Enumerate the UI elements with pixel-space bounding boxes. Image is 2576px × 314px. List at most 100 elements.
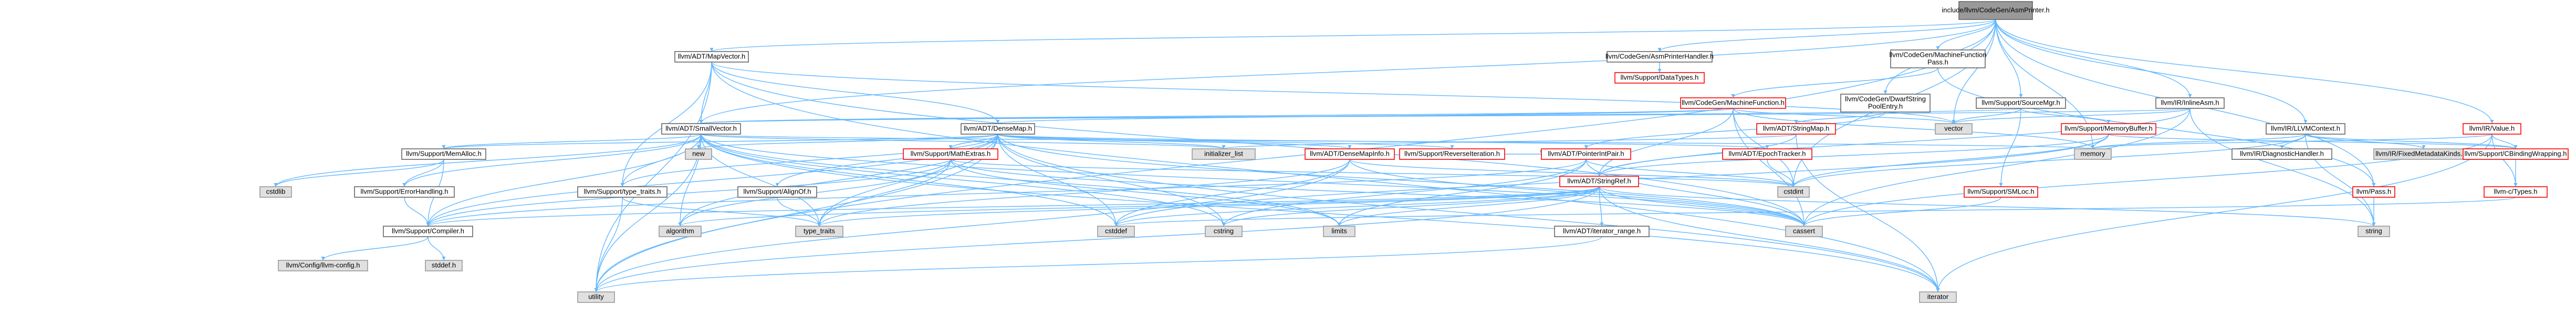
node-ir-value[interactable]: llvm/IR/Value.h — [2463, 123, 2521, 135]
node-box — [2463, 123, 2521, 135]
edge-string-ref-to-cstring — [1223, 186, 1600, 227]
edge-string-ref-to-algorithm — [680, 186, 1600, 227]
edge-arrowhead — [426, 222, 430, 226]
node-label: llvm/Support/DataTypes.h — [1621, 73, 1699, 81]
edge-inline-asm-to-vector — [1953, 108, 2191, 124]
edge-root-to-inline-asm — [1995, 19, 2191, 98]
edge-small-vector-to-cstring — [701, 134, 1224, 227]
edge-arrowhead — [1952, 120, 1956, 124]
edge-dense-map-info-to-utility — [596, 159, 1350, 292]
edge-string-ref-to-type-traits — [819, 186, 1600, 227]
edge-arrowhead — [1450, 145, 1454, 149]
node-smloc[interactable]: llvm/Support/SMLoc.h — [1964, 186, 2038, 198]
node-memory-buffer[interactable]: llvm/Support/MemoryBuffer.h — [2061, 123, 2156, 135]
node-inline-asm[interactable]: llvm/IR/InlineAsm.h — [2155, 97, 2225, 109]
edge-dense-map-to-cstring — [997, 134, 1224, 227]
edge-machine-function-to-cassert — [1733, 108, 1805, 227]
edge-arrowhead — [2303, 120, 2308, 124]
edge-dense-map-to-utility — [596, 134, 998, 292]
node-limits: limits — [1323, 226, 1355, 237]
node-pointer-int-pair[interactable]: llvm/ADT/PointerIntPair.h — [1541, 148, 1631, 160]
edge-arrowhead — [2372, 222, 2376, 226]
edge-pointer-int-pair-to-cassert — [1586, 159, 1805, 227]
node-c-types[interactable]: llvm-c/Types.h — [2484, 186, 2548, 198]
node-box — [903, 148, 998, 160]
edge-machine-function-to-cstdint — [1733, 108, 1794, 187]
node-llvm-context[interactable]: llvm/IR/LLVMContext.h — [2266, 123, 2345, 135]
node-label: vector — [1944, 124, 1963, 132]
edge-inline-asm-to-cassert — [1803, 108, 2191, 227]
edge-compiler-to-llvm-config — [322, 236, 429, 261]
dependency-edges — [274, 19, 2518, 292]
edge-small-vector-to-compiler — [427, 134, 702, 227]
node-small-vector[interactable]: llvm/ADT/SmallVector.h — [661, 123, 741, 135]
node-reverse-iteration[interactable]: llvm/Support/ReverseIteration.h — [1399, 148, 1505, 160]
edge-dense-map-info-to-cstdint — [1349, 159, 1794, 187]
edge-small-vector-to-cassert — [701, 134, 1805, 227]
node-iterator-range[interactable]: llvm/ADT/iterator_range.h — [1554, 226, 1650, 237]
node-align-of[interactable]: llvm/Support/AlignOf.h — [737, 186, 817, 198]
node-box — [2266, 123, 2345, 135]
node-dense-map[interactable]: llvm/ADT/DenseMap.h — [961, 123, 1035, 135]
node-string-map[interactable]: llvm/ADT/StringMap.h — [1756, 123, 1836, 135]
node-error-handling[interactable]: llvm/Support/ErrorHandling.h — [354, 186, 455, 198]
edge-mem-alloc-to-error-handling — [404, 159, 444, 187]
edge-arrowhead — [2422, 145, 2426, 149]
node-box — [1976, 97, 2066, 109]
node-math-extras[interactable]: llvm/Support/MathExtras.h — [903, 148, 998, 160]
edge-map-vector-to-utility — [596, 62, 712, 292]
node-vector: vector — [1935, 123, 1973, 135]
node-string-ref[interactable]: llvm/ADT/StringRef.h — [1559, 176, 1639, 187]
node-epoch-tracker[interactable]: llvm/ADT/EpochTracker.h — [1722, 148, 1812, 160]
node-data-types[interactable]: llvm/Support/DataTypes.h — [1614, 72, 1705, 84]
edge-dense-map-to-align-of — [777, 134, 998, 187]
node-c-binding[interactable]: llvm/Support/CBindingWrapping.h — [2463, 148, 2569, 160]
node-diagnostic-handler[interactable]: llvm/IR/DiagnosticHandler.h — [2231, 148, 2332, 160]
edge-arrowhead — [948, 145, 953, 149]
edge-mf-pass-to-machine-function — [1733, 67, 1938, 98]
node-box — [1680, 97, 1786, 109]
node-map-vector[interactable]: llvm/ADT/MapVector.h — [674, 51, 749, 63]
edge-root-to-asm-printer-handler — [1659, 19, 1996, 52]
node-label: memory — [2081, 149, 2105, 157]
edge-arrowhead — [678, 222, 682, 226]
edge-root-to-mf-pass — [1937, 19, 1996, 50]
node-label: llvm/Support/ErrorHandling.h — [361, 187, 449, 195]
node-box — [401, 148, 486, 160]
edge-epoch-tracker-to-cstdint — [1767, 159, 1794, 187]
edge-string-map-to-iterator — [1796, 134, 1938, 292]
edge-arrowhead — [1936, 46, 1940, 50]
node-box — [795, 226, 843, 237]
edge-arrowhead — [274, 183, 278, 187]
node-machine-function[interactable]: llvm/CodeGen/MachineFunction.h — [1680, 97, 1786, 109]
edge-dwarf-string-pool-to-string-map — [1796, 112, 1886, 124]
node-type-traits-h[interactable]: llvm/Support/type_traits.h — [577, 186, 668, 198]
node-source-mgr[interactable]: llvm/Support/SourceMgr.h — [1976, 97, 2066, 109]
node-compiler[interactable]: llvm/Support/Compiler.h — [383, 226, 473, 237]
node-label: cstdint — [1784, 187, 1803, 195]
node-mem-alloc[interactable]: llvm/Support/MemAlloc.h — [401, 148, 486, 160]
node-dense-map-info[interactable]: llvm/ADT/DenseMapInfo.h — [1305, 148, 1395, 160]
node-cstring: cstring — [1205, 226, 1243, 237]
node-box — [1399, 148, 1505, 160]
node-memory: memory — [2074, 148, 2112, 160]
edge-arrowhead — [1222, 145, 1226, 149]
edge-arrowhead — [996, 120, 1000, 124]
edge-arrowhead — [1657, 48, 1662, 52]
edge-memory-buffer-to-cstdint — [1793, 134, 2109, 187]
node-box — [1777, 186, 1810, 198]
edge-dense-map-to-cassert — [997, 134, 1805, 227]
edge-arrowhead — [1222, 222, 1226, 226]
node-pass[interactable]: llvm/Pass.h — [2352, 186, 2395, 198]
node-stddef: stddef.h — [425, 260, 463, 271]
edge-map-vector-to-cassert — [711, 62, 1805, 227]
node-root[interactable]: include/llvm/CodeGen/AsmPrinter.h — [1942, 1, 2050, 20]
edge-root-to-vector — [1953, 19, 1996, 124]
node-box — [737, 186, 817, 198]
node-box — [661, 123, 741, 135]
node-label: llvm/CodeGen/MachineFunction.h — [1682, 98, 1785, 106]
node-asm-printer-handler[interactable]: llvm/CodeGen/AsmPrinterHandler.h — [1605, 51, 1714, 63]
node-label: llvm/Pass.h — [2356, 187, 2391, 195]
